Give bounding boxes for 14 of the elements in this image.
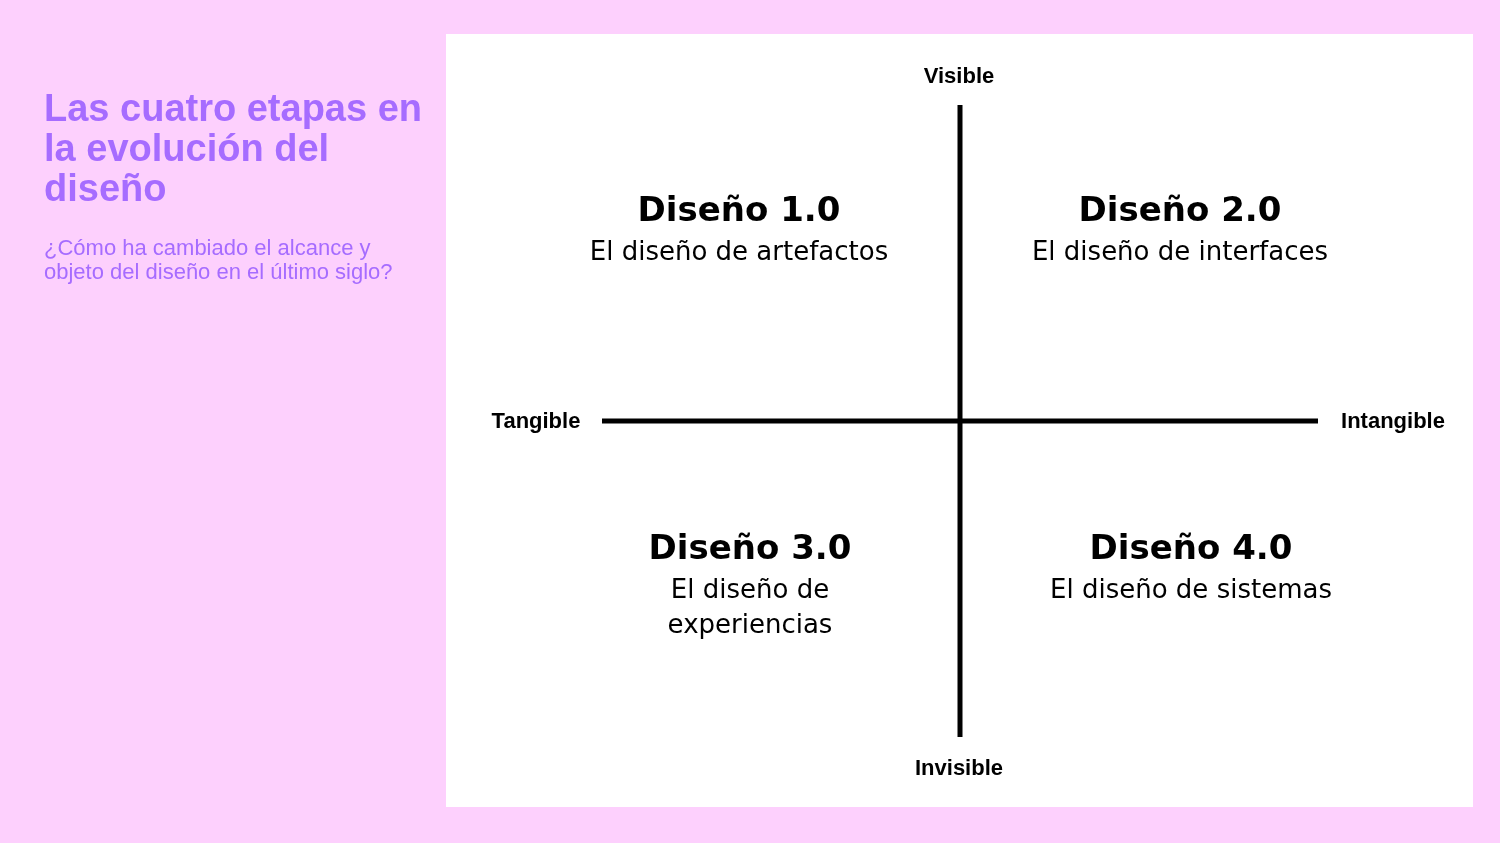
quadrant-heading: Diseño 1.0 <box>636 188 842 230</box>
title: Las cuatro etapas en la evolución del diseño <box>44 88 424 208</box>
quadrant-description: El diseño de experiencias <box>666 573 834 641</box>
quadrant-description: El diseño de interfaces <box>1030 235 1330 268</box>
quadrant-heading: Diseño 2.0 <box>1077 188 1283 230</box>
axis-label: Tangible <box>491 408 581 434</box>
axis-label: Invisible <box>915 755 1003 781</box>
subtitle: ¿Cómo ha cambiado el alcance y objeto del diseño en el último siglo? <box>44 236 394 284</box>
quadrant-heading: Diseño 3.0 <box>647 526 853 568</box>
axis-label: Visible <box>923 63 995 89</box>
axis-label: Intangible <box>1341 408 1445 434</box>
quadrant-heading: Diseño 4.0 <box>1088 526 1294 568</box>
quadrant-description: El diseño de artefactos <box>588 235 890 268</box>
quadrant-description: El diseño de sistemas <box>1049 573 1333 606</box>
